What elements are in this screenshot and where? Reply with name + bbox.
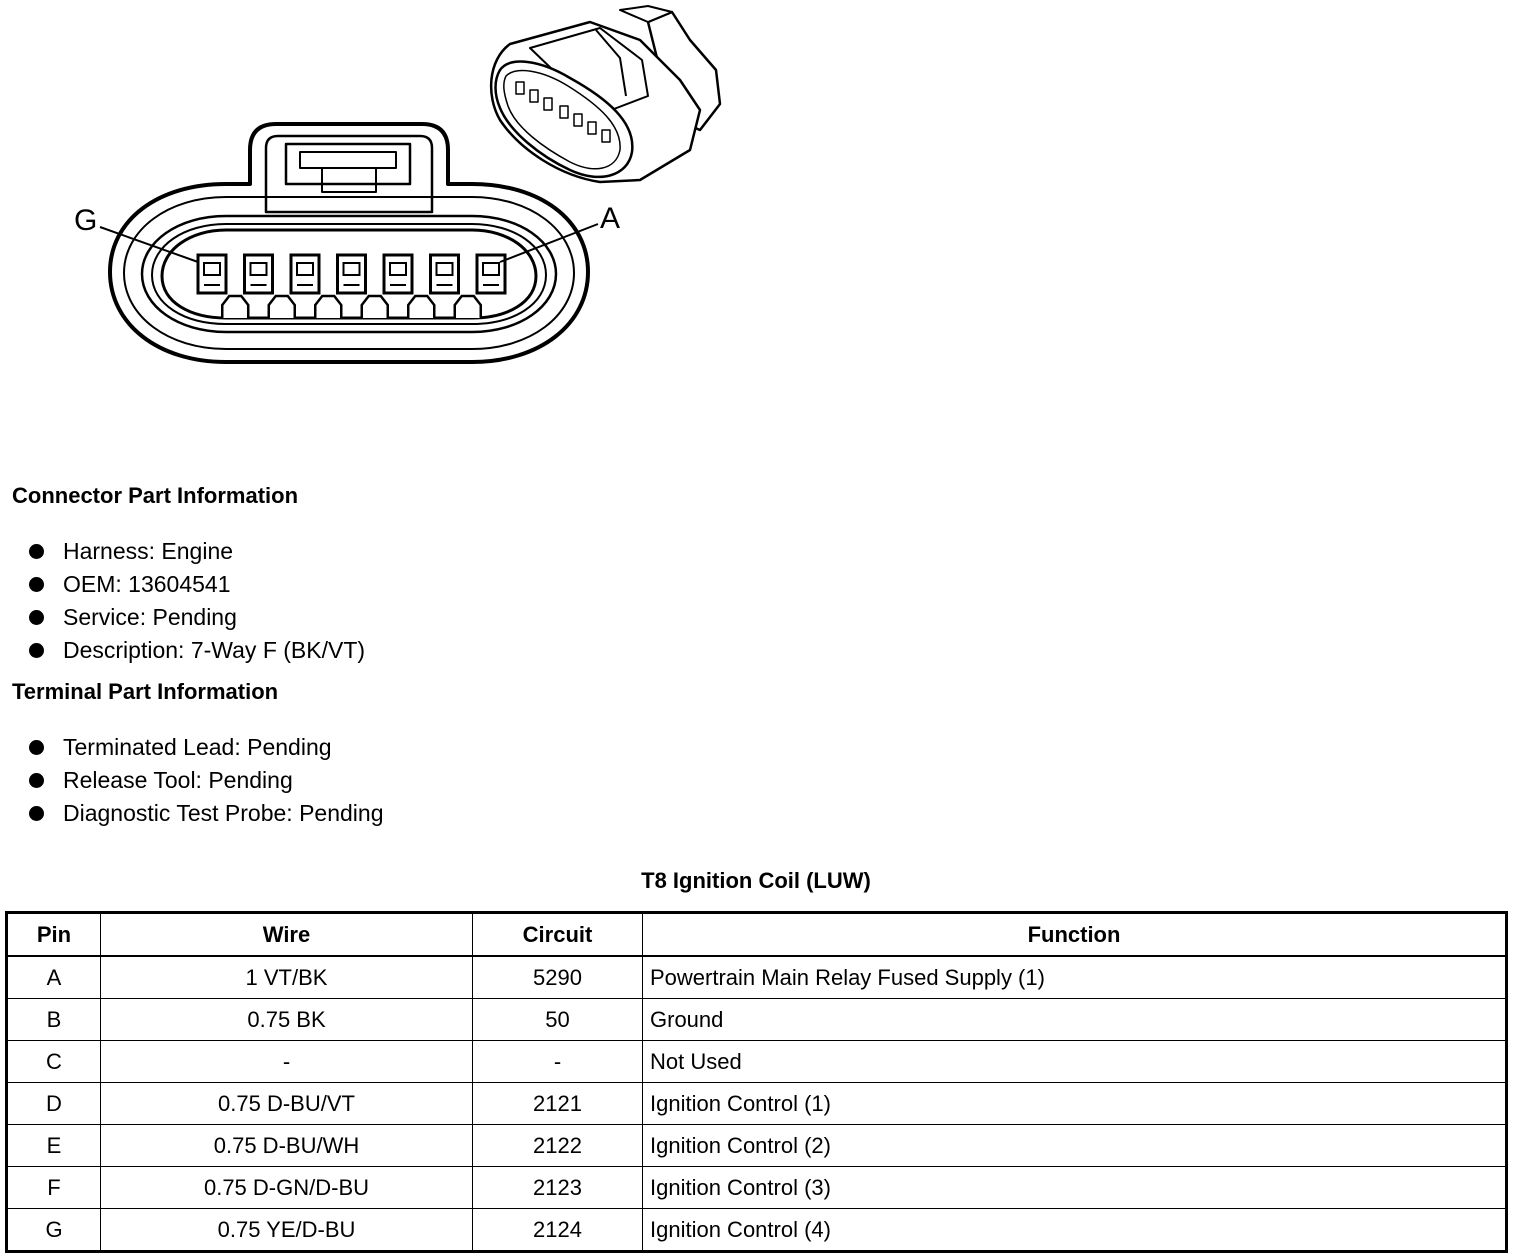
connector-thumbnail — [489, 5, 722, 184]
cell-wire: 0.75 D-GN/D-BU — [100, 1166, 473, 1209]
bullet-icon — [29, 773, 44, 788]
terminal-contact — [435, 262, 454, 276]
cell-circuit: 2123 — [472, 1166, 643, 1209]
cell-wire: 1 VT/BK — [100, 955, 473, 999]
list-item: Service: Pending — [28, 601, 365, 634]
bullet-icon — [29, 610, 44, 625]
list-item-text: Release Tool: Pending — [63, 767, 293, 793]
keying-rib — [407, 294, 436, 318]
table-header-row: Pin Wire Circuit Function — [6, 912, 1507, 957]
cell-pin: D — [6, 1082, 101, 1125]
bullet-icon — [29, 643, 44, 658]
cell-pin: E — [6, 1124, 101, 1167]
cell-pin: C — [6, 1040, 101, 1083]
list-item-text: Terminated Lead: Pending — [63, 734, 332, 760]
cell-circuit: 2121 — [472, 1082, 643, 1125]
cell-wire: - — [100, 1040, 473, 1083]
list-item-text: OEM: 13604541 — [63, 571, 231, 597]
connector-housing-outer — [108, 122, 590, 364]
terminal-contact — [203, 262, 221, 276]
cell-wire: 0.75 D-BU/VT — [100, 1082, 473, 1125]
cell-function: Not Used — [642, 1040, 1507, 1083]
terminal-contact — [342, 262, 361, 276]
keying-rib — [221, 294, 250, 318]
cell-pin: B — [6, 998, 101, 1041]
header-pin: Pin — [6, 912, 101, 957]
terminal-contact — [482, 262, 500, 276]
cell-circuit: 2124 — [472, 1208, 643, 1252]
terminal-cavity — [196, 253, 228, 295]
cell-wire: 0.75 BK — [100, 998, 473, 1041]
keying-rib — [267, 294, 296, 318]
cell-pin: F — [6, 1166, 101, 1209]
cell-wire: 0.75 D-BU/WH — [100, 1124, 473, 1167]
cell-function: Powertrain Main Relay Fused Supply (1) — [642, 955, 1507, 999]
cell-function: Ground — [642, 998, 1507, 1041]
cell-function: Ignition Control (2) — [642, 1124, 1507, 1167]
list-item: OEM: 13604541 — [28, 568, 365, 601]
pin-label-a: A — [600, 202, 620, 235]
cell-pin: A — [6, 955, 101, 999]
connector-part-info-heading: Connector Part Information — [12, 483, 299, 508]
terminal-cavity — [289, 253, 321, 295]
cell-circuit: - — [472, 1040, 643, 1083]
list-item: Harness: Engine — [28, 535, 365, 568]
header-wire: Wire — [100, 912, 473, 957]
keying-rib — [360, 294, 389, 318]
cell-function: Ignition Control (1) — [642, 1082, 1507, 1125]
table-title: T8 Ignition Coil (LUW) — [641, 868, 871, 893]
connector-diagram: G A — [74, 5, 722, 364]
cell-function: Ignition Control (4) — [642, 1208, 1507, 1252]
header-circuit: Circuit — [472, 912, 643, 957]
list-item-text: Service: Pending — [63, 604, 237, 630]
table-row: C--Not Used — [6, 1040, 1507, 1083]
list-item: Release Tool: Pending — [28, 764, 384, 797]
pin-label-g: G — [74, 204, 97, 237]
cell-pin: G — [6, 1208, 101, 1252]
list-item: Terminated Lead: Pending — [28, 731, 384, 764]
list-item-text: Description: 7-Way F (BK/VT) — [63, 637, 366, 663]
callout-line-a — [499, 223, 599, 263]
terminal-contact — [296, 262, 314, 276]
cell-wire: 0.75 YE/D-BU — [100, 1208, 473, 1252]
cell-circuit: 2122 — [472, 1124, 643, 1167]
bullet-icon — [29, 544, 44, 559]
terminal-part-info-heading: Terminal Part Information — [12, 679, 279, 704]
header-function: Function — [642, 912, 1507, 957]
list-item: Diagnostic Test Probe: Pending — [28, 797, 384, 830]
list-item: Description: 7-Way F (BK/VT) — [28, 634, 365, 667]
callout-line-g — [99, 226, 199, 263]
keying-rib — [453, 294, 482, 318]
terminal-contact — [389, 262, 407, 276]
cell-circuit: 5290 — [472, 955, 643, 999]
cell-circuit: 50 — [472, 998, 643, 1041]
latch — [284, 142, 412, 186]
terminal-contact — [249, 262, 268, 276]
keying-rib — [314, 294, 343, 318]
list-item-text: Harness: Engine — [63, 538, 234, 564]
bullet-icon — [29, 806, 44, 821]
cell-function: Ignition Control (3) — [642, 1166, 1507, 1209]
list-item-text: Diagnostic Test Probe: Pending — [63, 800, 384, 826]
bullet-icon — [29, 740, 44, 755]
bullet-icon — [29, 577, 44, 592]
